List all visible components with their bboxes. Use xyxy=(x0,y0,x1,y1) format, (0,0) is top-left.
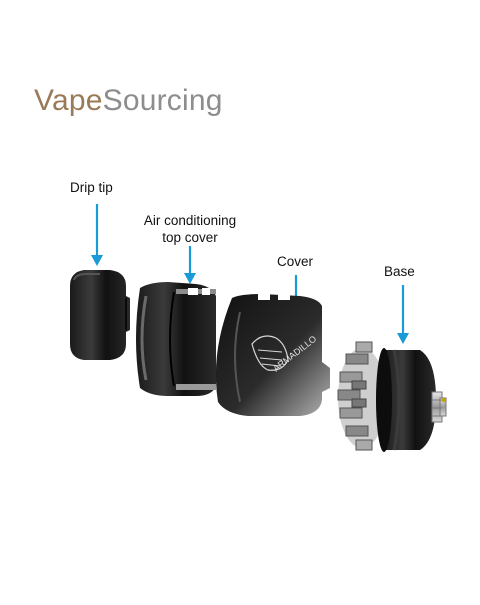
base-label: Base xyxy=(384,264,415,279)
base-part xyxy=(337,341,447,452)
air-cover-arrow xyxy=(184,246,196,284)
base-arrow xyxy=(397,285,409,344)
air-cover-label: Air conditioning top cover xyxy=(138,212,242,246)
vapesourcing-logo: VapeSourcing xyxy=(34,84,223,118)
air-cover-label-line2: top cover xyxy=(162,230,218,245)
armadillo-engraving xyxy=(251,335,289,371)
drip-tip-label: Drip tip xyxy=(70,180,113,195)
cover-label: Cover xyxy=(277,254,314,269)
logo-sourcing-text: Sourcing xyxy=(102,84,223,117)
air-cover-label-line1: Air conditioning xyxy=(143,213,237,228)
510-connector xyxy=(431,391,447,423)
cover-part: ARMADILLO xyxy=(215,292,330,416)
drip-tip-arrow xyxy=(91,204,103,266)
drip-tip-part xyxy=(70,270,130,360)
base-deck-fins xyxy=(337,341,373,451)
logo-vape-text: Vape xyxy=(34,84,103,117)
air-cover-part xyxy=(136,282,216,396)
